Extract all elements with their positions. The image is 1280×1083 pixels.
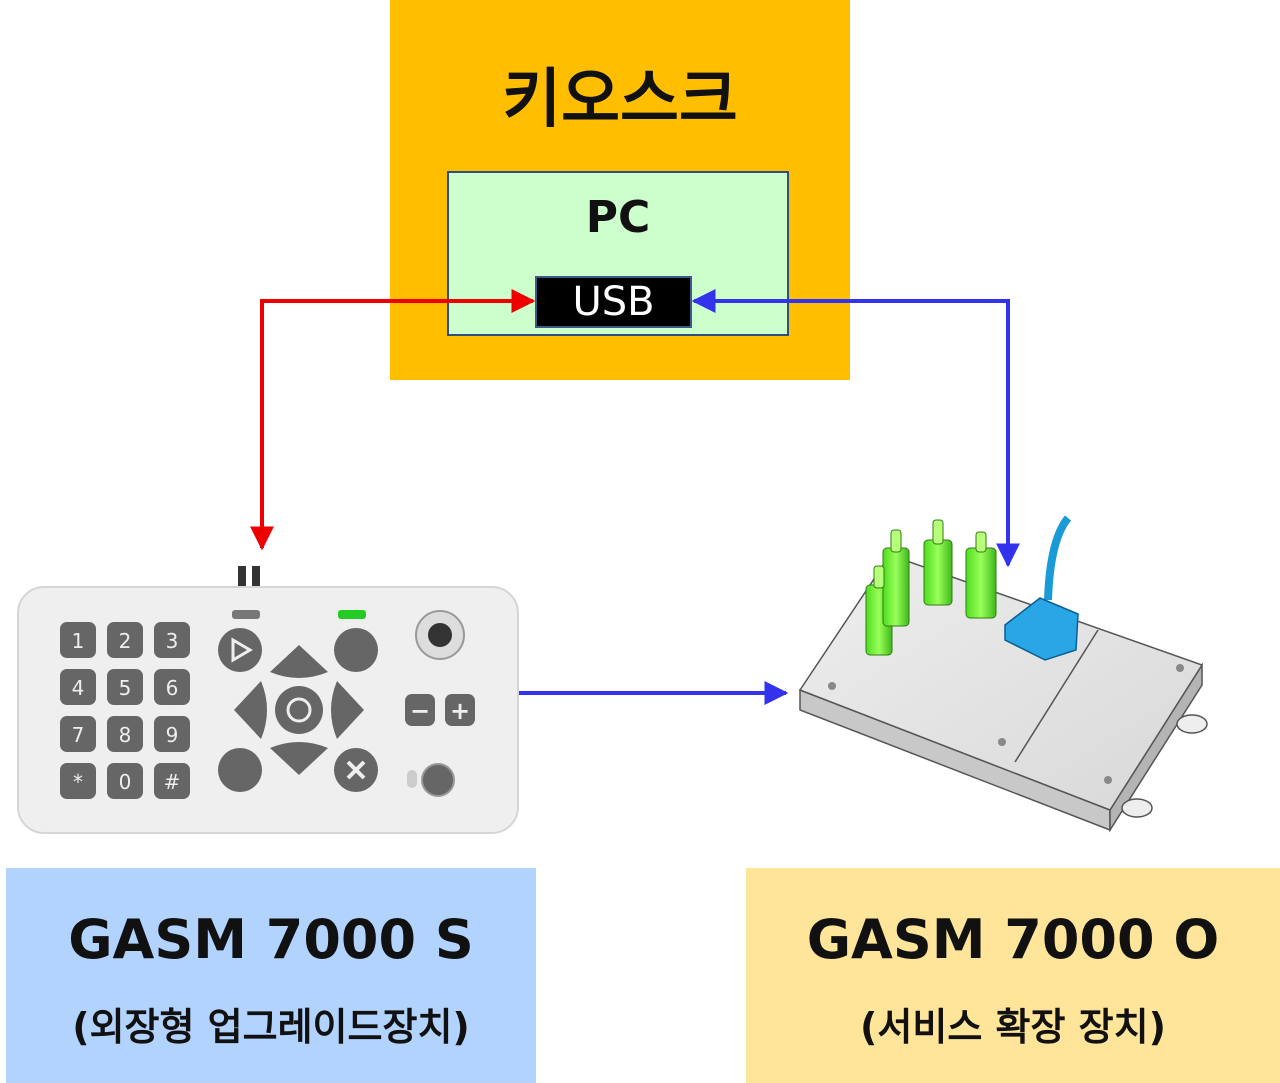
usb-port: USB bbox=[535, 276, 692, 328]
keypad-key-label: 9 bbox=[166, 723, 179, 747]
device-right-label-box: GASM 7000 O (서비스 확장 장치) bbox=[746, 868, 1280, 1083]
device-left-label-box: GASM 7000 S (외장형 업그레이드장치) bbox=[6, 868, 536, 1083]
device-left-description: (외장형 업그레이드장치) bbox=[72, 1005, 470, 1049]
keypad-key bbox=[60, 669, 96, 705]
keypad-key bbox=[154, 669, 190, 705]
volume-up-key: + bbox=[450, 697, 470, 725]
keypad-key bbox=[107, 716, 143, 752]
keypad-keys: 1 2 3 4 5 6 7 8 9 * 0 # bbox=[60, 622, 190, 799]
keypad-key-label: 5 bbox=[119, 676, 132, 700]
keypad-key-label: 3 bbox=[166, 629, 179, 653]
device-right-name: GASM 7000 O bbox=[806, 908, 1220, 971]
red-link-arrow bbox=[250, 289, 536, 551]
keypad-key bbox=[60, 622, 96, 658]
keypad-key-label: # bbox=[164, 770, 181, 794]
keypad-key-label: 4 bbox=[72, 676, 85, 700]
keypad-key bbox=[107, 763, 143, 799]
pc-label: PC bbox=[585, 192, 651, 243]
keypad-key-label: 2 bbox=[119, 629, 132, 653]
keypad-key-label: 6 bbox=[166, 676, 179, 700]
volume-down-key: − bbox=[410, 697, 430, 725]
keypad-device-illustration: 1 2 3 4 5 6 7 8 9 * 0 # − + bbox=[17, 566, 519, 834]
keypad-key bbox=[154, 763, 190, 799]
keypad-key bbox=[107, 622, 143, 658]
keypad-key-label: 0 bbox=[119, 770, 132, 794]
blue-link-usb-arrow bbox=[691, 289, 1020, 568]
keypad-key-label: * bbox=[73, 770, 83, 794]
keypad-key bbox=[107, 669, 143, 705]
kiosk-title: 키오스크 bbox=[502, 63, 738, 137]
device-left-name: GASM 7000 S bbox=[68, 908, 474, 971]
keypad-key bbox=[60, 716, 96, 752]
keypad-key bbox=[154, 622, 190, 658]
keypad-key-label: 8 bbox=[119, 723, 132, 747]
device-right-description: (서비스 확장 장치) bbox=[860, 1005, 1166, 1049]
keypad-key bbox=[154, 716, 190, 752]
keypad-key-label: 1 bbox=[72, 629, 85, 653]
keypad-key-label: 7 bbox=[72, 723, 85, 747]
keypad-key bbox=[60, 763, 96, 799]
expansion-device-illustration bbox=[798, 515, 1208, 833]
